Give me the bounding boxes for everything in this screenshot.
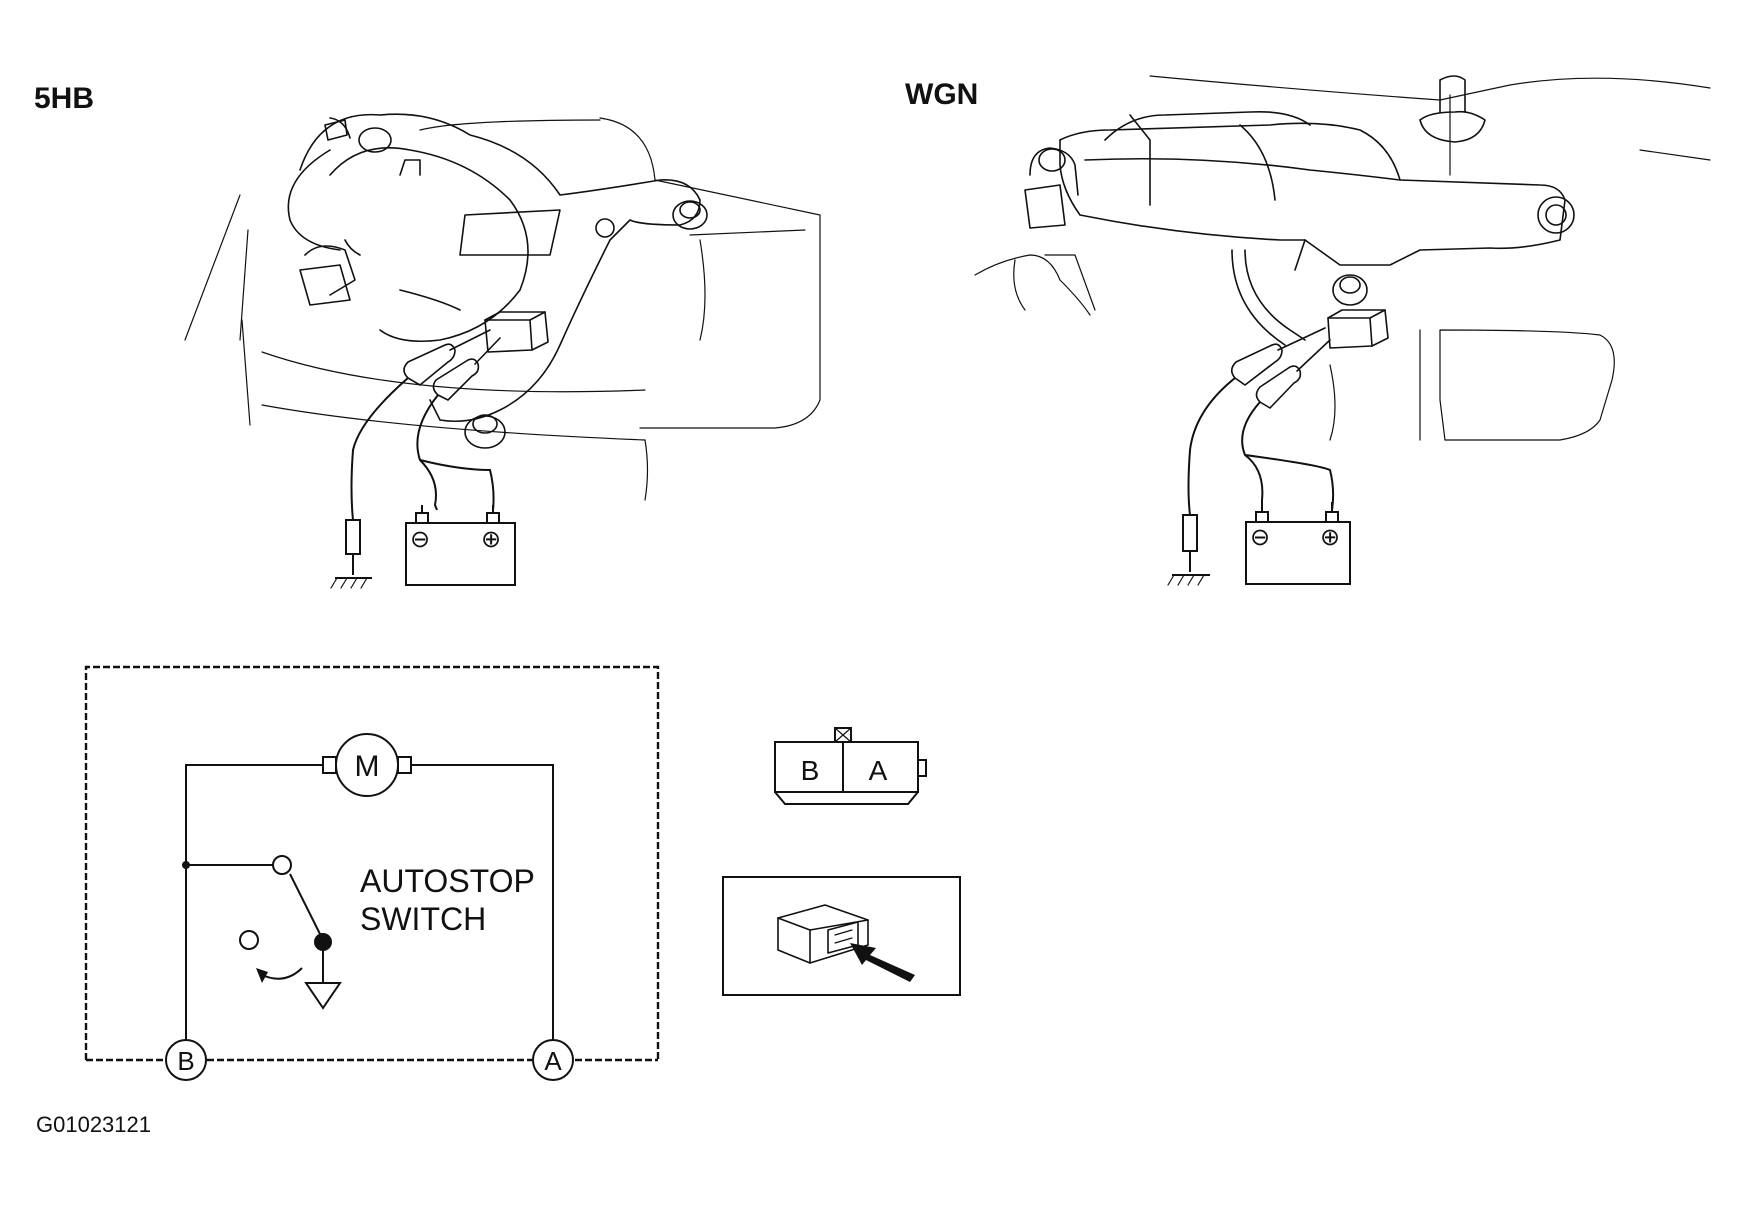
battery-positive-terminal: ⊕ — [481, 526, 501, 553]
battery-wgn: ⊖ ⊕ — [1245, 511, 1351, 585]
terminal-b: B — [165, 1039, 207, 1081]
terminal-a: A — [532, 1039, 574, 1081]
terminal-a-label: A — [544, 1046, 562, 1076]
terminal-b-label: B — [177, 1046, 194, 1076]
battery-negative-terminal: ⊖ — [1250, 524, 1270, 551]
connector-pin-a: A — [869, 755, 888, 786]
view-direction-arrow — [850, 943, 915, 982]
switch-pivot — [314, 933, 332, 951]
switch-contact-upper — [272, 855, 292, 875]
battery-positive-terminal: ⊕ — [1320, 524, 1340, 551]
view-label-wgn: WGN — [905, 78, 978, 111]
autostop-switch: AUTOSTOP SWITCH — [182, 855, 535, 1010]
switch-label-line2: SWITCH — [360, 901, 486, 937]
autostop-circuit-schematic: M AUTOSTOP SWITCH B A — [84, 665, 660, 1081]
ground-symbol — [304, 982, 342, 1010]
motor-symbol: M — [322, 733, 412, 797]
figure-id: G01023121 — [36, 1112, 151, 1137]
switch-contact-lower — [239, 930, 259, 950]
motor-boundary — [84, 665, 660, 1060]
battery-negative-terminal: ⊖ — [410, 526, 430, 553]
switch-label-line1: AUTOSTOP — [360, 863, 535, 899]
illustration-5hb: ⊖ ⊕ — [184, 113, 821, 589]
illustration-wgn: ⊖ ⊕ — [974, 75, 1711, 586]
battery-5hb: ⊖ ⊕ — [405, 512, 516, 586]
view-label-5hb: 5HB — [34, 82, 94, 115]
connector-pin-b: B — [801, 755, 820, 786]
motor-label: M — [355, 750, 380, 783]
connector-pinout: B A — [774, 727, 927, 805]
connector-view-inset — [722, 876, 961, 996]
